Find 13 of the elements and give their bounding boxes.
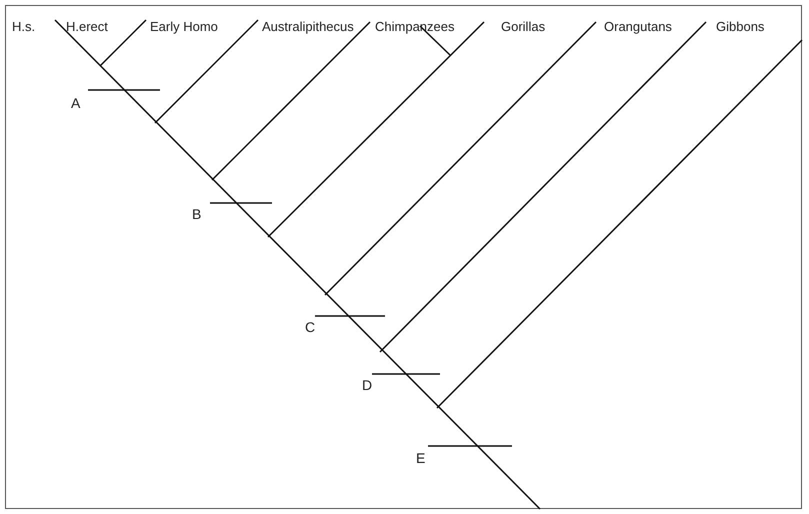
- taxon-label: Early Homo: [150, 20, 218, 33]
- node-letter: A: [71, 96, 80, 110]
- taxon-label: Gibbons: [716, 20, 764, 33]
- taxon-label: Australipithecus: [262, 20, 354, 33]
- node-letter: E: [416, 451, 426, 465]
- node-letter: C: [305, 320, 316, 334]
- node-letter: B: [192, 207, 202, 221]
- taxon-label: Gorillas: [501, 20, 546, 33]
- taxon-label: H.s.: [12, 20, 36, 33]
- taxon-label: H.erect: [66, 20, 108, 33]
- taxon-label: Orangutans: [604, 20, 672, 33]
- node-letter: D: [362, 378, 372, 392]
- taxon-label: Chimpanzees: [375, 20, 454, 33]
